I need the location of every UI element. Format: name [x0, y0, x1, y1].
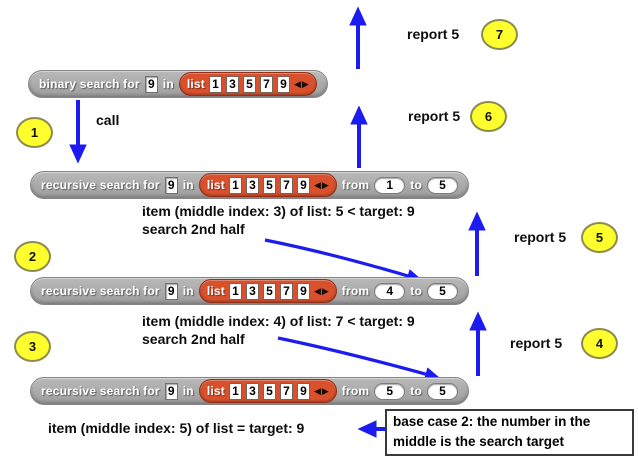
binary-search-block[interactable]: binary search for 9 in list 1 3 5 7 9 ◀▶: [28, 70, 328, 98]
target-input[interactable]: 9: [144, 75, 158, 93]
left-arrow-icon[interactable]: ◀: [294, 78, 301, 89]
call-label: call: [96, 112, 120, 128]
block-label: in: [182, 178, 194, 192]
list-item[interactable]: 3: [226, 75, 239, 93]
step-badge-4: 4: [581, 328, 618, 359]
from-input[interactable]: 5: [374, 382, 406, 400]
list-item[interactable]: 1: [228, 382, 242, 400]
report-label-6: report 5: [408, 108, 461, 124]
block-label: from: [341, 284, 370, 298]
list-item[interactable]: 5: [262, 382, 276, 400]
list-block[interactable]: list 1 3 5 7 9 ◀▶: [198, 279, 337, 303]
list-item[interactable]: 7: [279, 176, 293, 194]
target-input[interactable]: 9: [164, 382, 178, 400]
list-scroll-arrows-icon[interactable]: ◀▶: [313, 179, 329, 190]
step-badge-2: 2: [14, 241, 51, 272]
block-label: to: [410, 384, 422, 398]
block-label: binary search for: [39, 77, 140, 91]
block-label: to: [410, 284, 422, 298]
step-badge-6: 6: [470, 101, 507, 132]
list-item[interactable]: 7: [279, 382, 293, 400]
list-item[interactable]: 1: [228, 176, 242, 194]
block-label: from: [341, 178, 370, 192]
list-item[interactable]: 3: [245, 176, 259, 194]
left-arrow-icon[interactable]: ◀: [313, 285, 321, 296]
target-input[interactable]: 9: [164, 282, 178, 300]
list-item[interactable]: 9: [296, 382, 310, 400]
annotation-line: search 2nd half: [142, 330, 245, 347]
step-badge-1: 1: [16, 117, 53, 148]
from-input[interactable]: 4: [374, 282, 406, 300]
list-item[interactable]: 9: [296, 176, 310, 194]
list-item[interactable]: 9: [277, 75, 290, 93]
annotation-middle-5: item (middle index: 5) of list = target:…: [48, 420, 305, 436]
right-arrow-icon[interactable]: ▶: [321, 179, 329, 190]
list-scroll-arrows-icon[interactable]: ◀▶: [313, 285, 329, 296]
target-input[interactable]: 9: [164, 176, 178, 194]
list-item[interactable]: 1: [228, 282, 242, 300]
list-scroll-arrows-icon[interactable]: ◀▶: [313, 385, 329, 396]
report-label-4: report 5: [510, 335, 563, 351]
annotation-line: item (middle index: 3) of list: 5 < targ…: [142, 203, 415, 219]
recursive-search-block-3[interactable]: recursive search for 9 in list 1 3 5 7 9…: [30, 377, 469, 405]
block-label: in: [162, 77, 174, 91]
report-label-7: report 5: [407, 26, 460, 42]
block-label: recursive search for: [41, 178, 160, 192]
list-item[interactable]: 5: [243, 75, 256, 93]
step-badge-7: 7: [481, 19, 518, 50]
annotation-line: search 2nd half: [142, 220, 245, 237]
block-label: in: [182, 384, 194, 398]
annotation-middle-3: item (middle index: 3) of list: 5 < targ…: [142, 203, 415, 238]
list-item[interactable]: 7: [279, 282, 293, 300]
left-arrow-icon[interactable]: ◀: [313, 385, 321, 396]
list-scroll-arrows-icon[interactable]: ◀▶: [294, 78, 309, 89]
list-item[interactable]: 5: [262, 176, 276, 194]
search-2nd-half-arrow-1: [264, 238, 423, 283]
to-input[interactable]: 5: [427, 382, 458, 400]
annotation-middle-4: item (middle index: 4) of list: 7 < targ…: [142, 313, 415, 348]
step-badge-3: 3: [14, 331, 51, 362]
recursive-search-block-1[interactable]: recursive search for 9 in list 1 3 5 7 9…: [30, 171, 469, 199]
annotation-line: item (middle index: 4) of list: 7 < targ…: [142, 313, 415, 329]
report-label-5: report 5: [514, 229, 567, 245]
to-input[interactable]: 5: [427, 176, 458, 194]
list-item[interactable]: 3: [245, 282, 259, 300]
list-label: list: [206, 384, 225, 398]
right-arrow-icon[interactable]: ▶: [321, 385, 329, 396]
list-item[interactable]: 7: [260, 75, 273, 93]
block-label: in: [182, 284, 194, 298]
left-arrow-icon[interactable]: ◀: [313, 179, 321, 190]
block-label: recursive search for: [41, 284, 160, 298]
to-input[interactable]: 5: [427, 282, 458, 300]
list-item[interactable]: 1: [209, 75, 222, 93]
list-item[interactable]: 3: [245, 382, 259, 400]
right-arrow-icon[interactable]: ▶: [321, 285, 329, 296]
block-label: to: [410, 178, 422, 192]
list-item[interactable]: 9: [296, 282, 310, 300]
block-label: from: [341, 384, 370, 398]
list-block[interactable]: list 1 3 5 7 9 ◀▶: [198, 173, 337, 197]
list-item[interactable]: 5: [262, 282, 276, 300]
right-arrow-icon[interactable]: ▶: [301, 78, 309, 89]
list-label: list: [206, 178, 225, 192]
list-block[interactable]: list 1 3 5 7 9 ◀▶: [178, 72, 317, 96]
list-label: list: [186, 77, 205, 91]
block-label: recursive search for: [41, 384, 160, 398]
step-badge-5: 5: [581, 222, 618, 253]
base-case-note-box: base case 2: the number in the middle is…: [385, 409, 634, 456]
list-block[interactable]: list 1 3 5 7 9 ◀▶: [198, 379, 337, 403]
list-label: list: [206, 284, 225, 298]
from-input[interactable]: 1: [374, 176, 406, 194]
recursive-search-block-2[interactable]: recursive search for 9 in list 1 3 5 7 9…: [30, 277, 469, 305]
